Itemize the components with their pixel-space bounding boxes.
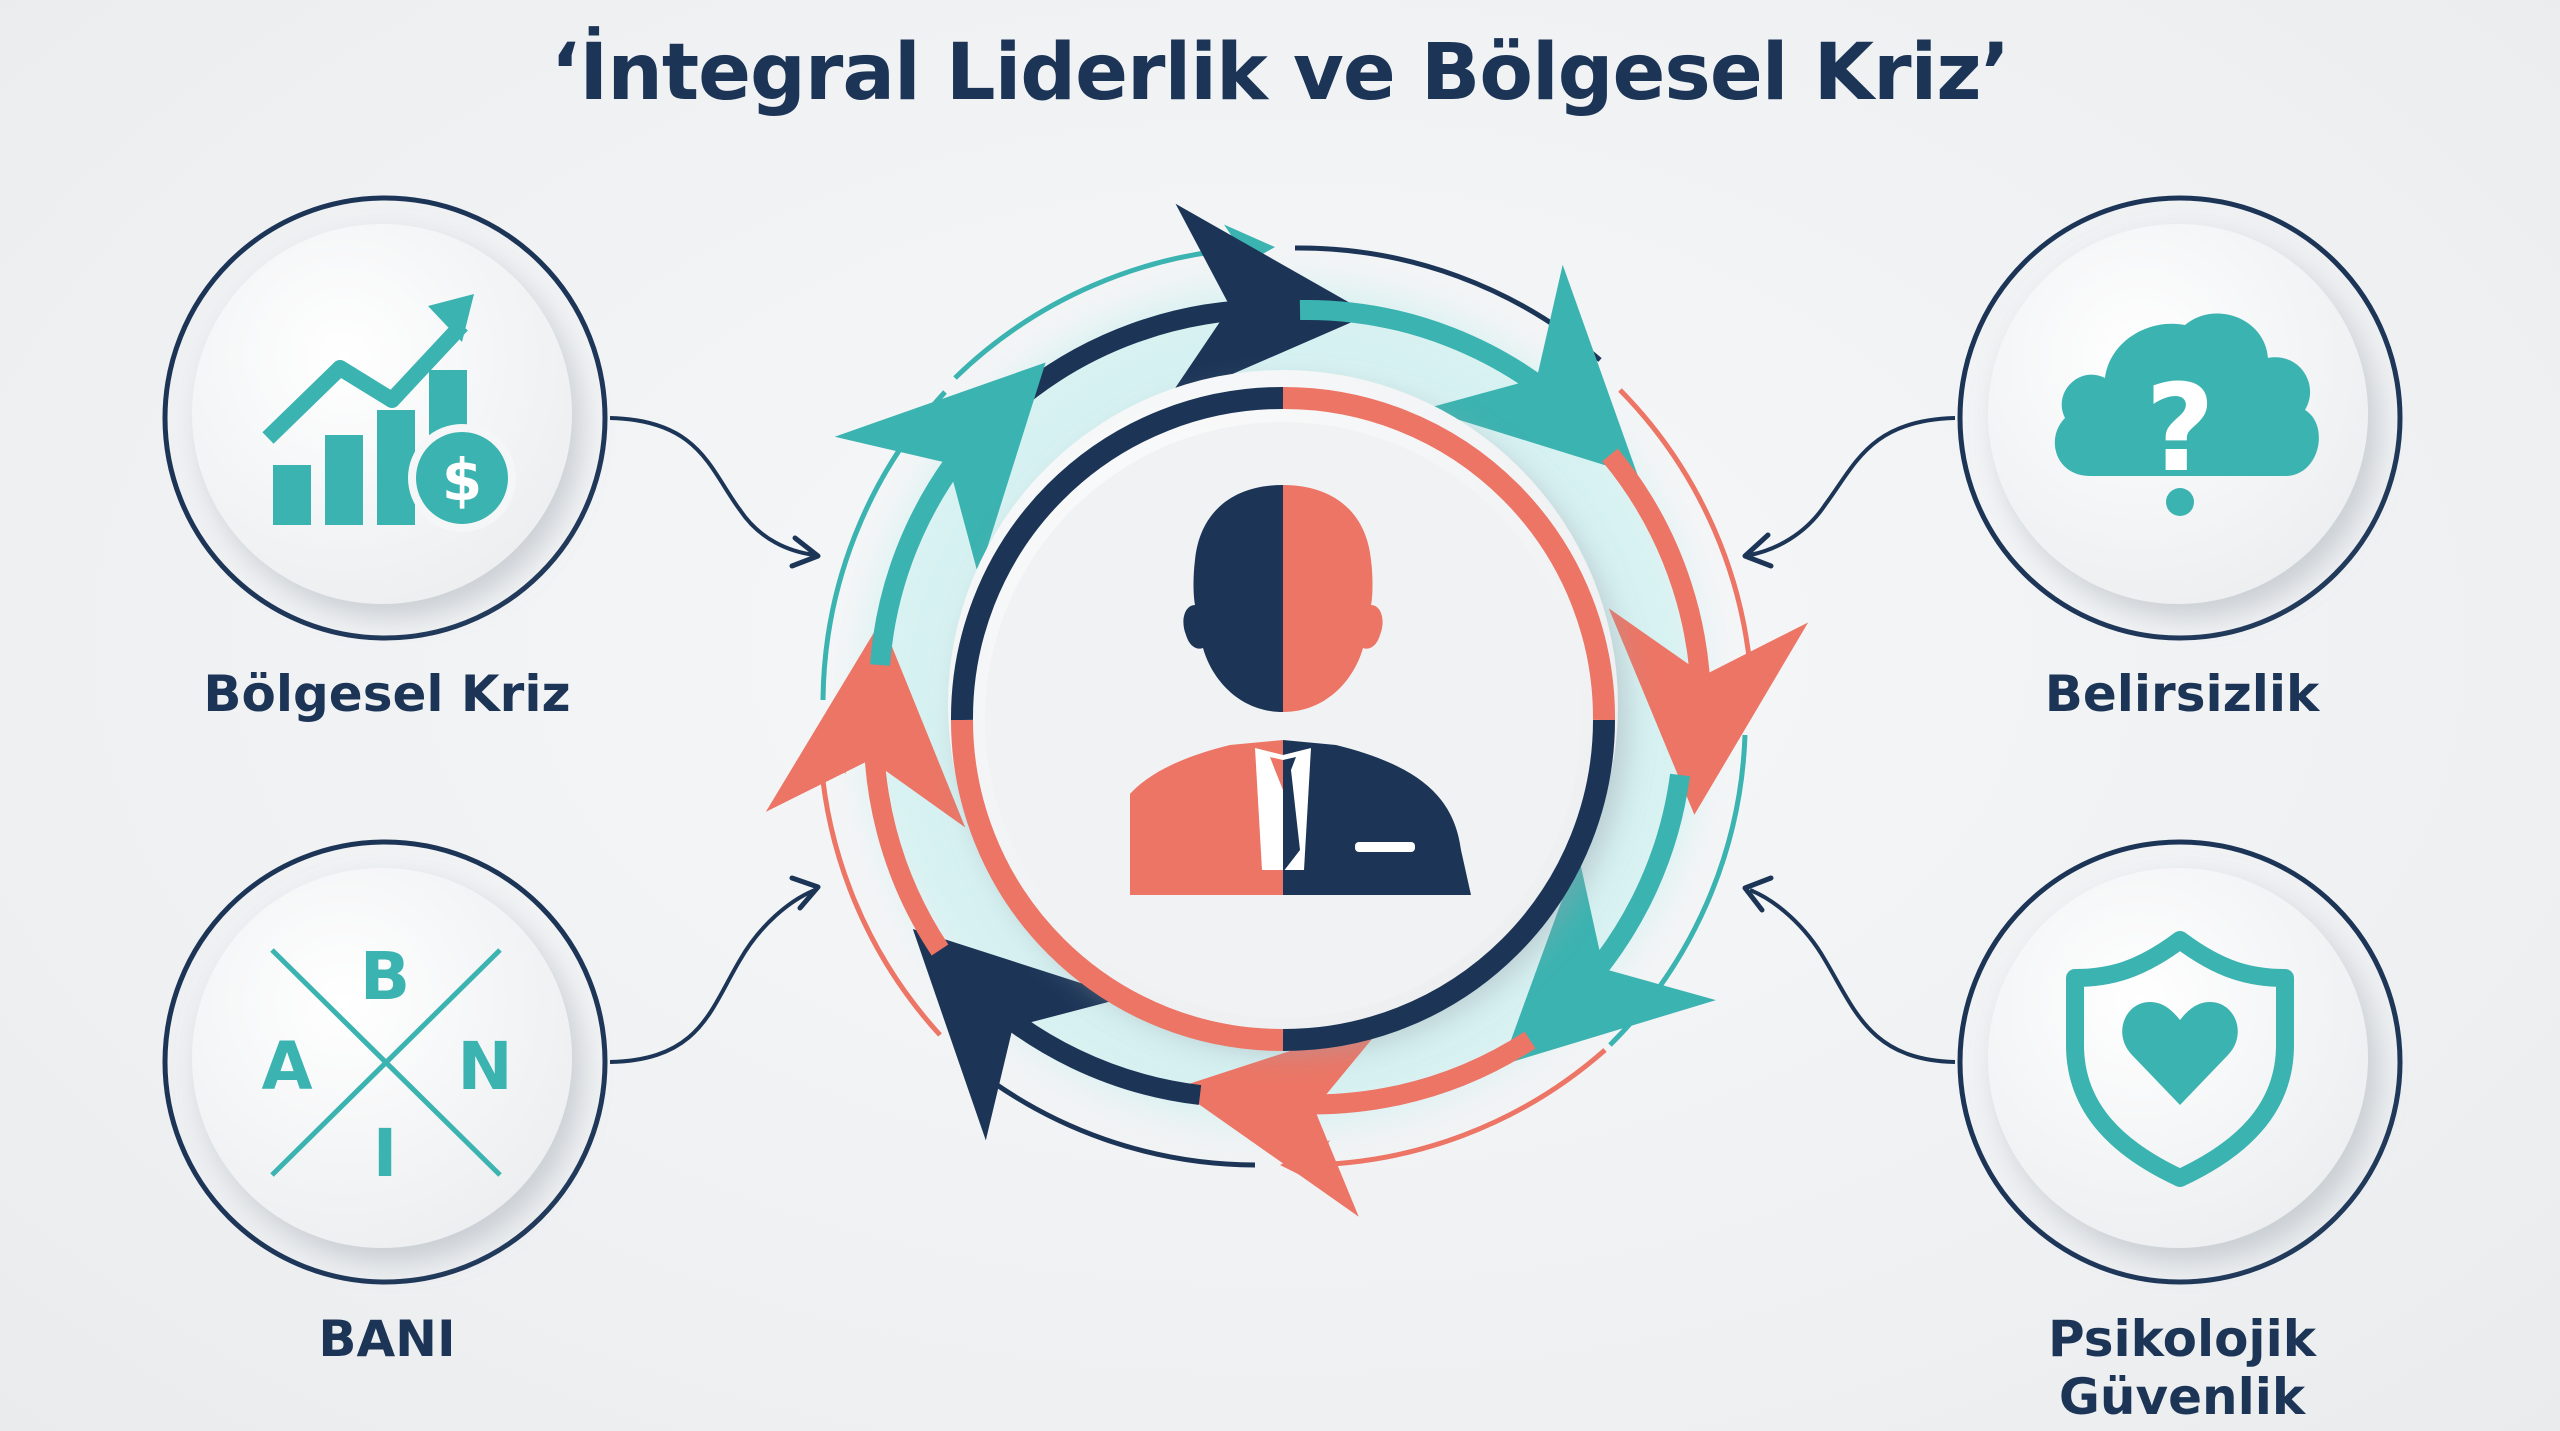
connector-bolgesel-kriz [609, 416, 816, 557]
bani-letters-icon [270, 948, 502, 1177]
arc-teal-bottomright [1501, 773, 1716, 1066]
svg-text:$: $ [442, 446, 482, 514]
label-bolgesel-kriz: Bölgesel Kriz [203, 665, 571, 723]
node-bolgesel-kriz: $ [162, 195, 608, 641]
bani-letter-a: A [261, 1028, 313, 1105]
growth-chart-dollar-icon: $ [262, 294, 516, 532]
cloud-question-icon: ? [2054, 313, 2319, 516]
node-bani [162, 839, 608, 1285]
label-bani: BANI [318, 1310, 456, 1368]
center-cycle [765, 203, 1809, 1217]
arc-coral-right [1602, 448, 1809, 815]
page-title: ‘İntegral Liderlik ve Bölgesel Kriz’ [550, 28, 2011, 118]
bani-letter-i: I [372, 1115, 398, 1192]
connector-bani [609, 888, 816, 1064]
label-belirsizlik: Belirsizlik [2044, 665, 2320, 723]
arc-coral-left [765, 620, 966, 956]
bani-letter-b: B [359, 938, 411, 1015]
arc-navy-bottom [912, 929, 1202, 1141]
node-belirsizlik: ? [1957, 195, 2403, 641]
leader-person-icon [1130, 485, 1471, 895]
node-psikolojik-guvenlik [1957, 839, 2403, 1285]
arc-teal-topright [1299, 264, 1638, 476]
arc-coral-bottom [1175, 1018, 1536, 1217]
arc-teal-left [834, 362, 1046, 666]
connector-arrows [609, 416, 1956, 1064]
label-psikolojik-guvenlik: Psikolojik Güvenlik [2048, 1310, 2316, 1426]
shield-heart-icon [2066, 931, 2294, 1187]
connector-belirsizlik [1749, 416, 1956, 557]
connector-psikolojik-guvenlik [1749, 888, 1956, 1064]
bani-letter-n: N [457, 1028, 513, 1105]
svg-text:?: ? [2145, 360, 2215, 499]
